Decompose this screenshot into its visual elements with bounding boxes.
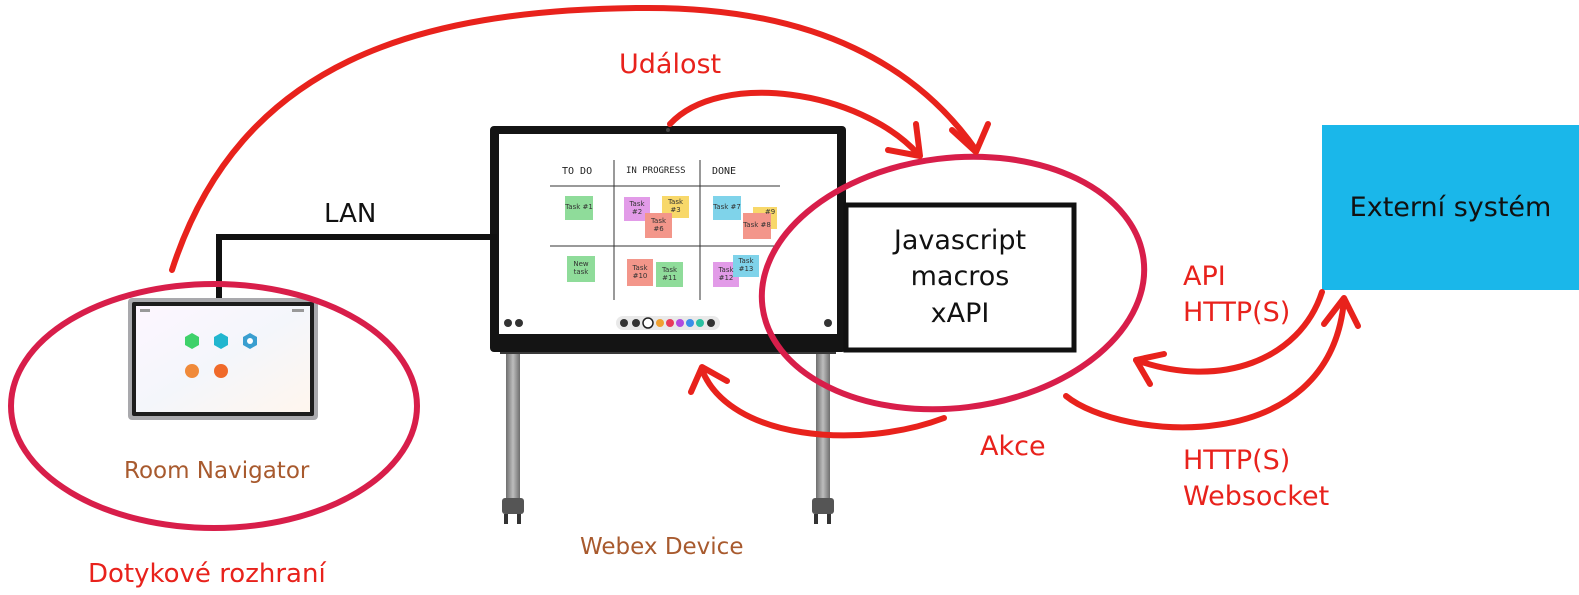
websocket-label: HTTP(S) Websocket xyxy=(1183,445,1330,513)
external-system-label: Externí systém xyxy=(1349,192,1552,223)
javascript-label-line2: macros xyxy=(910,261,1010,293)
webex-device-display xyxy=(490,126,846,352)
external-system-box xyxy=(1322,125,1579,290)
websocket-arrow xyxy=(1063,295,1361,431)
javascript-label-line3: xAPI xyxy=(930,297,990,329)
room-navigator-label: Room Navigator xyxy=(124,458,310,484)
sticky-note: Task #2 xyxy=(629,200,645,216)
event-arrows xyxy=(169,4,991,273)
sticky-note: Task #8 xyxy=(743,221,771,230)
api-label: API HTTP(S) xyxy=(1183,261,1291,329)
api-label-line2: HTTP(S) xyxy=(1183,297,1291,329)
room-navigator-tablet xyxy=(128,298,318,420)
sticky-note: Task #3 xyxy=(667,198,684,214)
javascript-macros-box xyxy=(843,202,1077,353)
whiteboard-column-in-progress: IN PROGRESS xyxy=(626,166,686,176)
javascript-macros-label: Javascript macros xAPI xyxy=(846,205,1074,350)
action-arrow xyxy=(688,364,947,439)
sticky-note: Task #12 xyxy=(718,265,734,282)
websocket-label-line2: Websocket xyxy=(1183,481,1330,513)
sticky-note: Task #6 xyxy=(650,216,667,233)
touch-interface-label: Dotykové rozhraní xyxy=(88,559,326,589)
whiteboard-column-todo: TO DO xyxy=(562,166,593,177)
sticky-note: Task #7 xyxy=(713,203,741,212)
api-arrow xyxy=(1133,289,1325,387)
sticky-note: Task #10 xyxy=(632,263,648,280)
api-label-line1: API xyxy=(1183,261,1226,292)
webex-device-label: Webex Device xyxy=(580,534,744,560)
sticky-note: #9 xyxy=(764,208,776,217)
lan-cable xyxy=(216,234,497,298)
whiteboard-sticky-notes xyxy=(565,196,777,287)
websocket-label-line1: HTTP(S) xyxy=(1183,445,1291,476)
action-label: Akce xyxy=(980,431,1046,462)
room-navigator-ellipse xyxy=(8,281,420,531)
sticky-note: Task #11 xyxy=(661,265,678,282)
javascript-macros-ellipse xyxy=(758,153,1148,413)
event-label: Událost xyxy=(619,49,722,80)
sticky-note: Task #1 xyxy=(565,203,593,212)
whiteboard-column-done: DONE xyxy=(712,166,737,177)
javascript-label-line1: Javascript xyxy=(893,224,1027,256)
sticky-note: Task #13 xyxy=(738,257,754,273)
lan-label: LAN xyxy=(324,199,377,229)
sticky-note: New task xyxy=(573,260,589,276)
webex-device-stand xyxy=(500,344,836,524)
